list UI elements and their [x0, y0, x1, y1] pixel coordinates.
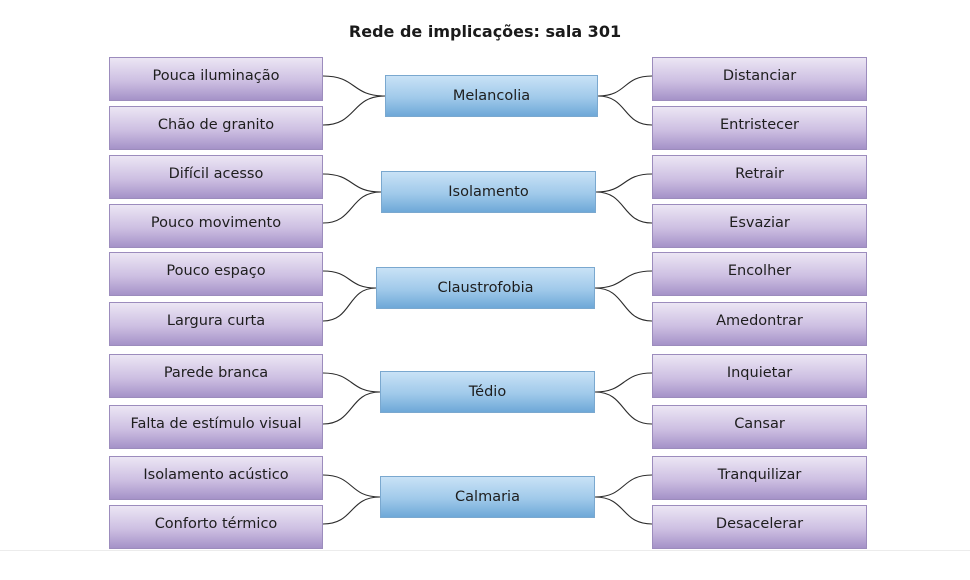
connector-line [594, 474, 653, 498]
cause-node: Conforto térmico [109, 505, 323, 549]
effect-node: Entristecer [652, 106, 867, 150]
effect-label: Encolher [727, 263, 792, 279]
cause-node: Falta de estímulo visual [109, 405, 323, 449]
cause-node: Largura curta [109, 302, 323, 346]
effect-node: Amedontrar [652, 302, 867, 346]
cause-label: Chão de granito [157, 117, 275, 133]
effect-label: Distanciar [722, 68, 797, 84]
connector-line [594, 372, 653, 393]
concept-node: Claustrofobia [376, 267, 595, 309]
effect-node: Inquietar [652, 354, 867, 398]
effect-node: Esvaziar [652, 204, 867, 248]
effect-node: Cansar [652, 405, 867, 449]
effect-label: Inquietar [726, 365, 793, 381]
diagram-title: Rede de implicações: sala 301 [348, 22, 622, 41]
cause-node: Parede branca [109, 354, 323, 398]
cause-node: Pouca iluminação [109, 57, 323, 101]
cause-node: Difícil acesso [109, 155, 323, 199]
concept-node: Tédio [380, 371, 595, 413]
connector-line [322, 372, 381, 393]
concept-label: Calmaria [455, 489, 520, 505]
effect-label: Tranquilizar [717, 467, 802, 483]
cause-label: Largura curta [166, 313, 266, 329]
effect-label: Retrair [735, 166, 784, 182]
effect-node: Tranquilizar [652, 456, 867, 500]
concept-node: Isolamento [381, 171, 596, 213]
bottom-divider [0, 550, 970, 551]
cause-label: Parede branca [163, 365, 269, 381]
effect-node: Retrair [652, 155, 867, 199]
connector-line [322, 191, 382, 224]
effect-label: Entristecer [719, 117, 800, 133]
cause-node: Pouco movimento [109, 204, 323, 248]
cause-node: Chão de granito [109, 106, 323, 150]
connector-line [595, 173, 653, 193]
connector-line [594, 287, 653, 322]
effect-node: Distanciar [652, 57, 867, 101]
connector-line [594, 391, 653, 425]
connector-line [322, 270, 377, 289]
cause-label: Falta de estímulo visual [130, 416, 302, 432]
connector-line [322, 474, 381, 498]
effect-node: Desacelerar [652, 505, 867, 549]
effect-label: Desacelerar [715, 516, 804, 532]
cause-node: Pouco espaço [109, 252, 323, 296]
connector-line [322, 287, 377, 322]
effect-label: Amedontrar [716, 313, 803, 329]
concept-label: Tédio [468, 384, 507, 400]
connector-line [594, 496, 653, 525]
cause-label: Pouco movimento [150, 215, 282, 231]
cause-label: Difícil acesso [168, 166, 264, 182]
connector-line [594, 270, 653, 289]
connector-line [595, 191, 653, 224]
concept-label: Claustrofobia [437, 280, 534, 296]
cause-node: Isolamento acústico [109, 456, 323, 500]
connector-line [322, 391, 381, 425]
connector-line [322, 173, 382, 193]
concept-label: Melancolia [452, 88, 531, 104]
concept-node: Melancolia [385, 75, 598, 117]
connector-line [597, 95, 653, 126]
cause-label: Pouca iluminação [152, 68, 280, 84]
connector-line [322, 75, 386, 97]
concept-label: Isolamento [448, 184, 529, 200]
connector-line [322, 496, 381, 525]
cause-label: Isolamento acústico [143, 467, 289, 483]
cause-label: Conforto térmico [154, 516, 278, 532]
effect-node: Encolher [652, 252, 867, 296]
cause-label: Pouco espaço [166, 263, 266, 279]
effect-label: Esvaziar [729, 215, 790, 231]
concept-node: Calmaria [380, 476, 595, 518]
effect-label: Cansar [734, 416, 785, 432]
connector-line [597, 75, 653, 97]
connector-line [322, 95, 386, 126]
